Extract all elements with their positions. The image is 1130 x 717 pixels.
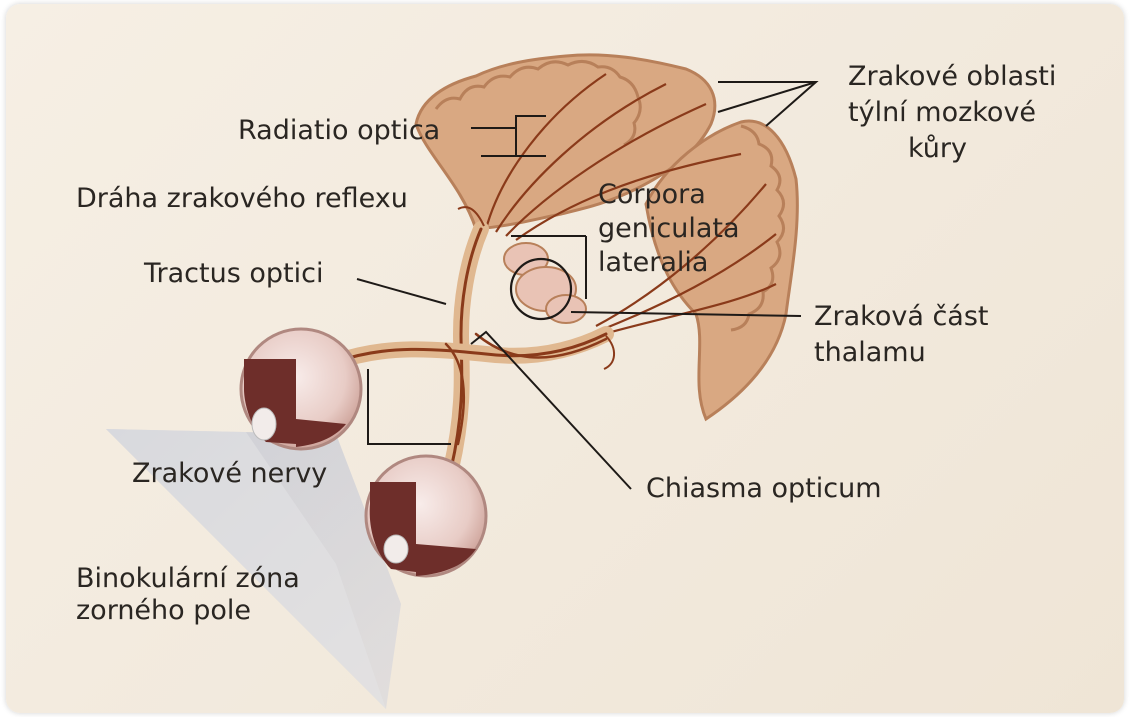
- label-corpora-line2: geniculata: [598, 214, 740, 244]
- label-visual-cortex-line3: kůry: [908, 134, 967, 164]
- diagram-card: Radiatio optica Dráha zrakového reflexu …: [6, 4, 1124, 713]
- right-eye: [366, 456, 486, 576]
- lgn-body-3: [546, 295, 586, 323]
- left-eye: [241, 329, 361, 449]
- label-thalamus-line1: Zraková část: [814, 302, 989, 332]
- label-visual-cortex-line1: Zrakové oblasti: [848, 62, 1056, 92]
- label-binocular-zone-line1: Binokulární zóna: [76, 564, 300, 594]
- label-thalamus-line2: thalamu: [814, 338, 926, 368]
- label-optic-nerves: Zrakové nervy: [132, 459, 327, 489]
- label-chiasma-opticum: Chiasma opticum: [646, 474, 882, 504]
- label-visual-cortex-line2: týlní mozkové: [848, 98, 1036, 128]
- label-binocular-zone-line2: zorného pole: [76, 596, 251, 626]
- label-corpora-line1: Corpora: [598, 180, 706, 210]
- label-reflex-path: Dráha zrakového reflexu: [76, 184, 408, 214]
- optic-tracts: [336, 229, 606, 469]
- label-radiatio-optica: Radiatio optica: [238, 116, 440, 146]
- label-tractus-optici: Tractus optici: [144, 259, 323, 289]
- label-corpora-line3: lateralia: [598, 248, 708, 278]
